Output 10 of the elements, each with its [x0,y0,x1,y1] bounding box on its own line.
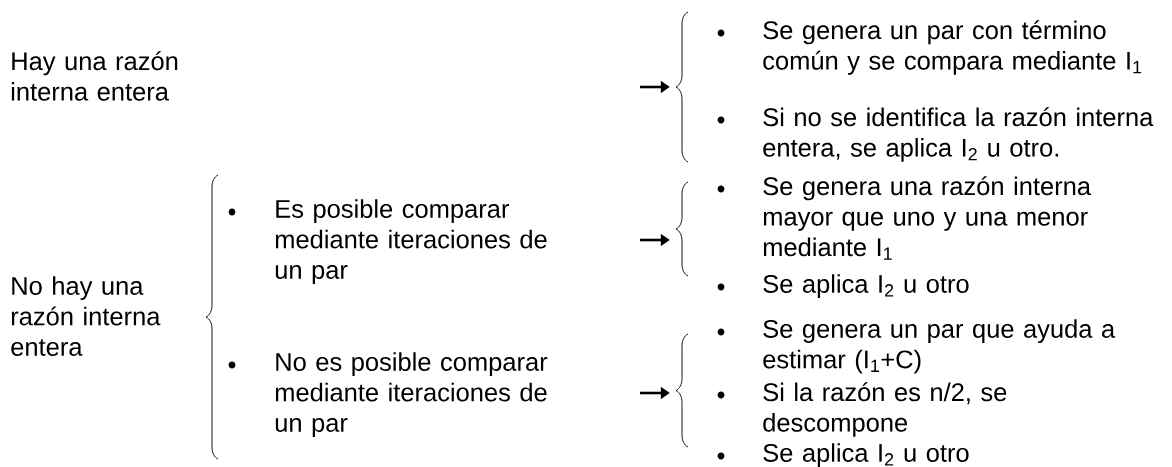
list-item-text: No hay una razón interna entera [11,276,161,356]
list-item-text: No es posible comparar mediante iteraciones de un par [275,352,548,437]
list-item-text: Si no se identifica la razón interna entera, se aplica I$_{2}$ u otro. [763,107,1154,162]
list-item-text: Se genera una razón interna mayor que uno y una menor mediante I$_{1}$ [763,176,1092,260]
list-item-text: Se aplica I$_{2}$ u otro [763,443,969,467]
list-item-text: Se genera un par con término común y se compara mediante I$_{1}$ [763,20,1142,75]
list-item-text: Hay una razón interna entera [11,51,178,101]
list-item-text: Es posible comparar mediante iteraciones de un par [275,199,547,284]
list-item-text: Se aplica I$_{2}$ u otro [763,274,969,298]
list-item-text: Se genera un par que ayuda a estimar (I$_{1}$+C) [763,319,1116,374]
